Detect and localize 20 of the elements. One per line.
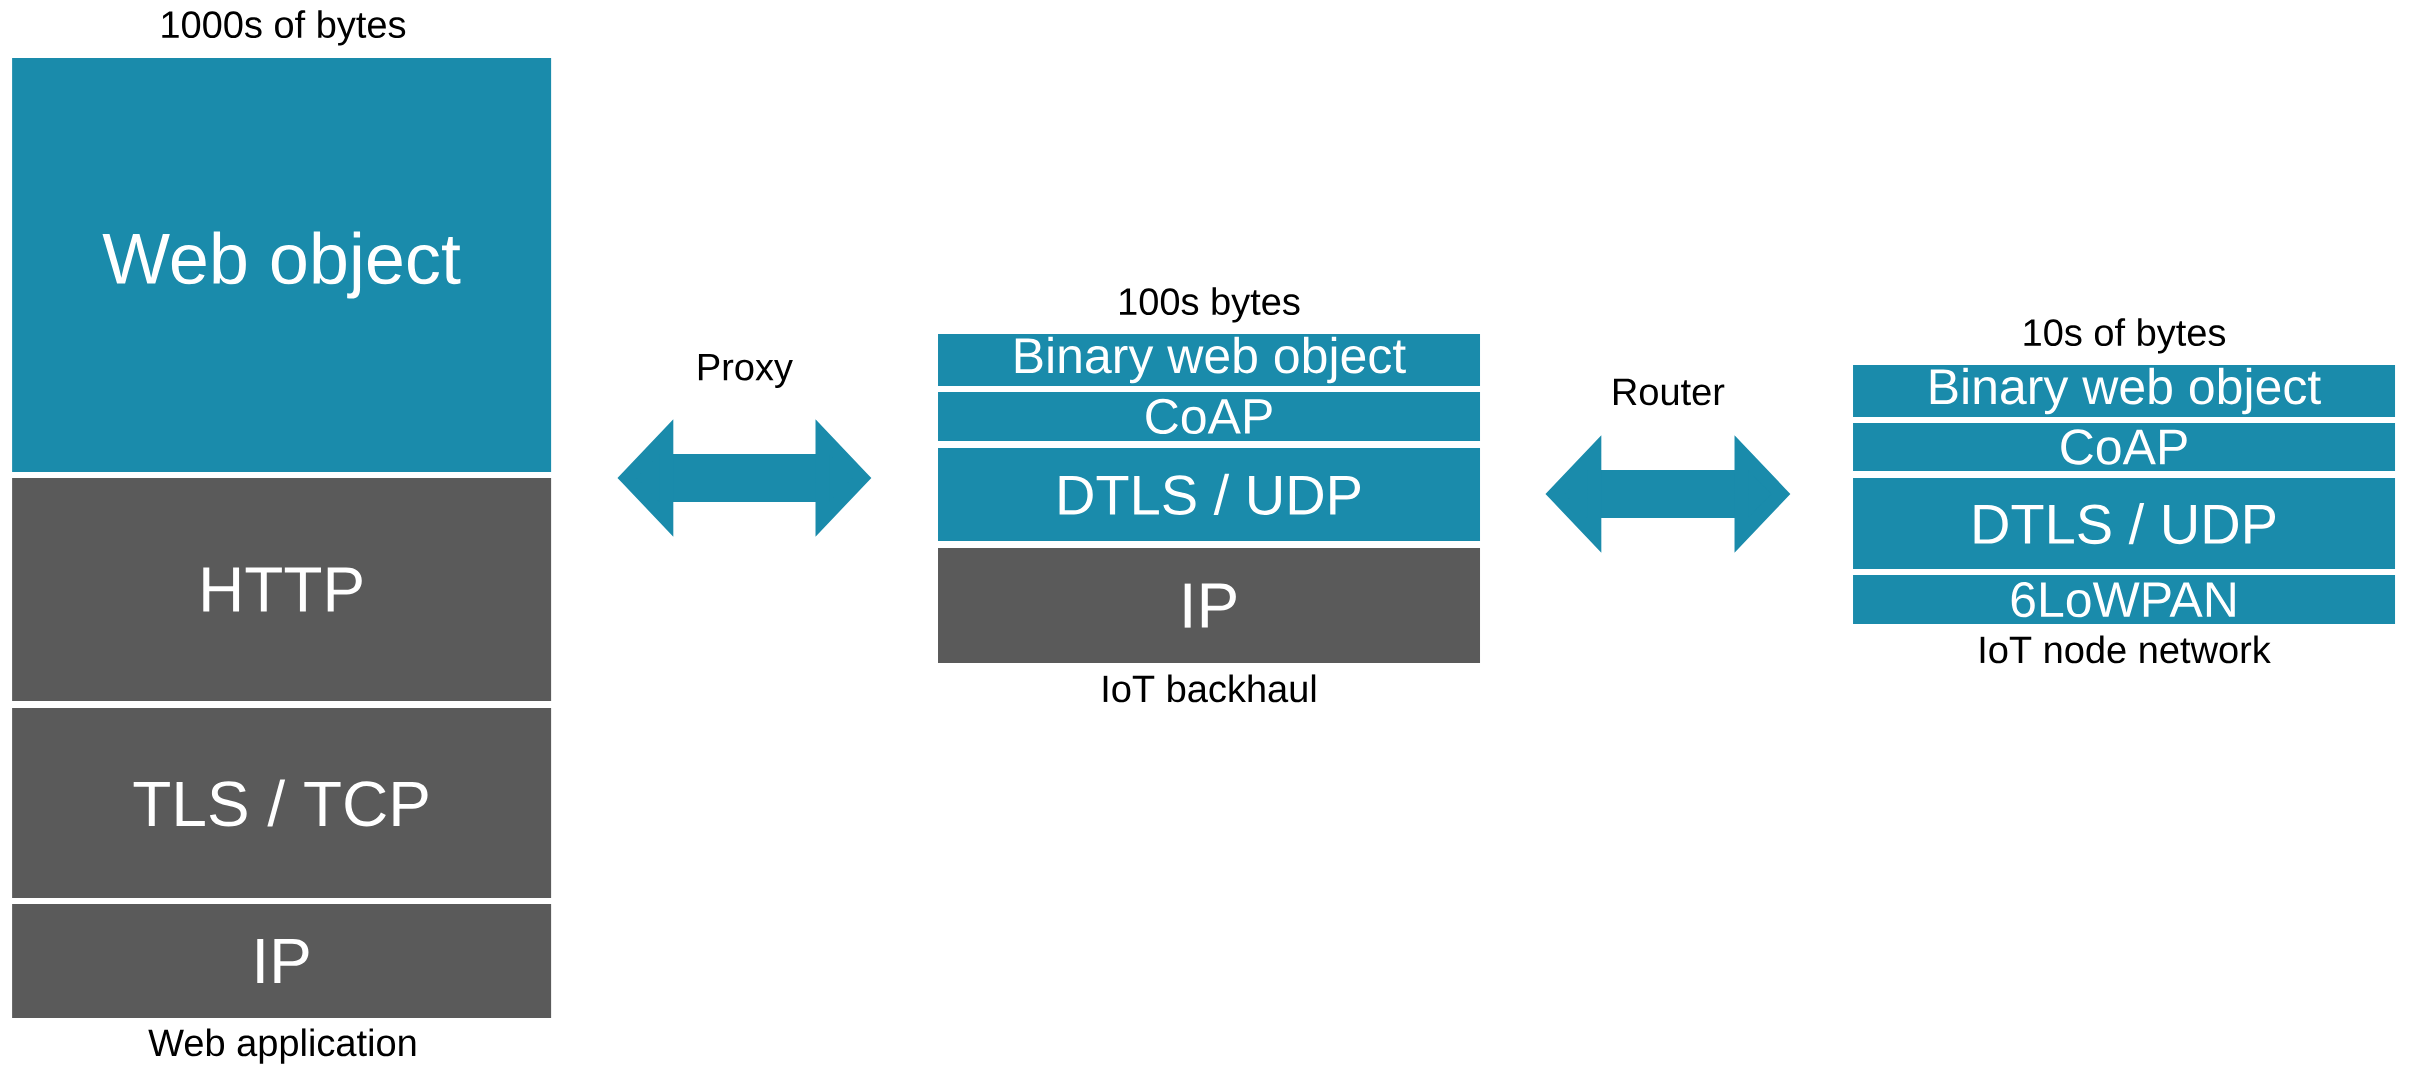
caption-text: 100s bytes bbox=[1120, 287, 1300, 323]
caption-text: Web application bbox=[148, 1028, 416, 1064]
edge-label: Router bbox=[1614, 378, 1725, 406]
layer-box: CoAP bbox=[1853, 423, 2396, 471]
layer-box: CoAP bbox=[938, 391, 1481, 441]
layer-box: IP bbox=[938, 548, 1481, 664]
caption-text: IoT node network bbox=[1980, 635, 2271, 664]
caption-text: 1000s of bytes bbox=[162, 10, 406, 46]
edge-label: Proxy bbox=[698, 354, 793, 388]
layer-box: TLS / TCP bbox=[12, 708, 552, 898]
layer-box: DTLS / UDP bbox=[1853, 478, 2396, 570]
layer-box: Web object bbox=[12, 58, 552, 472]
layer-box: IP bbox=[12, 904, 552, 1018]
caption-text: 10s of bytes bbox=[2024, 318, 2226, 354]
layer-box: Binary web object bbox=[1853, 365, 2396, 417]
layer-box: DTLS / UDP bbox=[938, 447, 1481, 541]
layer-box: Binary web object bbox=[938, 334, 1481, 386]
caption-text: IoT backhaul bbox=[1103, 674, 1316, 703]
layer-box: 6LoWPAN bbox=[1853, 575, 2396, 625]
layer-box: HTTP bbox=[12, 478, 552, 702]
